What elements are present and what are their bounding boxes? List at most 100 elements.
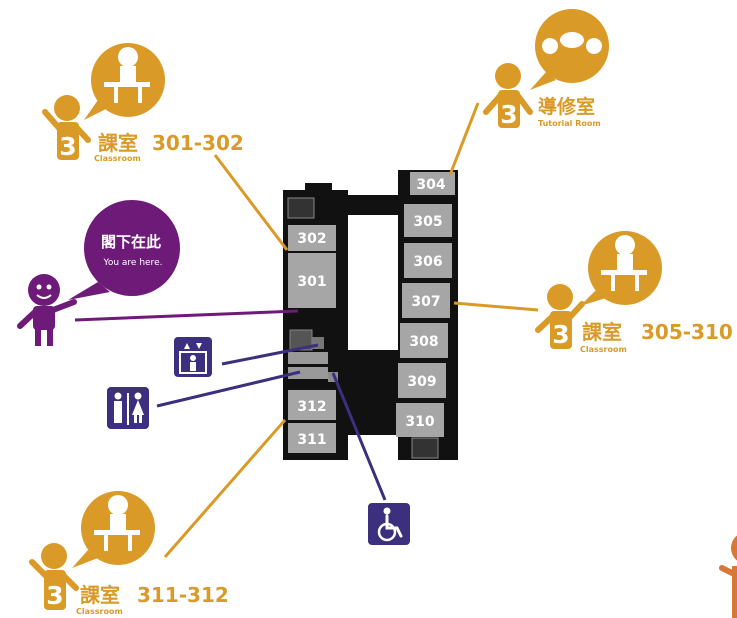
callout-tutorial-room[interactable]: 3 導修室 Tutorial Room: [483, 9, 609, 129]
room-307[interactable]: 307: [402, 283, 450, 318]
partial-figure-arm: [719, 565, 737, 577]
room-304-label: 304: [416, 177, 445, 193]
smiley-face: [542, 38, 558, 54]
floor-number: 3: [500, 100, 517, 129]
service-block: [288, 367, 328, 379]
figure-arm: [61, 573, 79, 591]
figure-body: [498, 90, 520, 128]
figure-head: [41, 543, 67, 569]
elevator-down-arrow: [196, 343, 202, 349]
figure-arm: [42, 109, 62, 131]
room-309[interactable]: 309: [398, 363, 446, 398]
room-309-label: 309: [407, 374, 436, 390]
desk-leg: [611, 275, 615, 291]
rooms: 301 302 304 305 306 307 308 309 310 311 …: [288, 172, 455, 453]
callout-range: 301-302: [152, 131, 244, 155]
room-306[interactable]: 306: [404, 243, 452, 278]
elevator-up-arrow: [184, 343, 190, 349]
stair-block-east: [411, 437, 439, 459]
figure-pointing-arm: [50, 299, 77, 313]
teacher-body: [110, 514, 126, 530]
room-306-block: [404, 243, 452, 278]
leader-301-302: [213, 154, 289, 251]
figure-arm: [535, 314, 555, 333]
room-302[interactable]: 302: [288, 225, 336, 251]
female-figure-dress: [132, 400, 144, 415]
leader-you-are-here: [74, 309, 299, 322]
roof-stair: [305, 183, 332, 192]
leader-elevator: [221, 343, 319, 366]
figure-arm: [74, 125, 91, 143]
elevator-car: [179, 351, 207, 374]
figure-head: [495, 63, 521, 89]
figure-leg: [47, 328, 53, 346]
bubble-tail: [84, 100, 108, 120]
room-312[interactable]: 312: [288, 390, 336, 420]
callout-you-are-here: 閣下在此 You are here.: [17, 200, 180, 346]
figure-body: [44, 570, 66, 610]
bubble-tail: [68, 282, 110, 300]
figure-body: [57, 122, 79, 160]
leader-lines: [74, 102, 539, 558]
leader-accessible: [331, 372, 387, 501]
figure-arm: [567, 301, 585, 320]
teacher-body: [617, 254, 633, 270]
room-311[interactable]: 311: [288, 423, 336, 453]
tutorial-bubble-icon: [530, 9, 609, 90]
callout-classroom-301-302[interactable]: 3 課室 Classroom 301-302: [42, 43, 244, 163]
desk-top: [104, 82, 150, 87]
partial-figure-head: [731, 535, 737, 561]
figure-arm: [29, 559, 49, 579]
figure-eye: [36, 284, 42, 290]
figure-head: [547, 284, 573, 310]
room-304[interactable]: 304: [410, 172, 455, 195]
stair-block-west: [287, 197, 315, 219]
desk-leg: [114, 87, 118, 103]
accessible-icon[interactable]: [368, 503, 410, 545]
teacher-head: [615, 235, 635, 255]
figure-arm: [483, 93, 503, 115]
classroom-bubble-icon: [580, 231, 662, 306]
female-figure-leg: [134, 415, 137, 423]
room-305-label: 305: [413, 214, 442, 230]
female-figure-head: [134, 392, 142, 400]
figure-smile: [36, 294, 52, 299]
figure-leg: [35, 328, 41, 346]
person-figure: 3: [483, 63, 533, 129]
floor-number: 3: [59, 132, 76, 161]
floor-number: 3: [46, 581, 63, 610]
figure-head: [54, 95, 80, 121]
teacher-head: [118, 47, 138, 67]
wheelchair-wheel: [377, 522, 397, 542]
floor-number: 3: [552, 320, 569, 349]
speech-cloud: [560, 32, 584, 48]
room-301[interactable]: 301: [288, 253, 336, 308]
room-308[interactable]: 308: [400, 323, 448, 358]
figure-arm: [515, 93, 533, 115]
accessible-toilet-block: [328, 372, 338, 382]
room-311-block: [288, 423, 336, 453]
room-302-label: 302: [297, 231, 326, 247]
room-311-label: 311: [297, 432, 326, 448]
callout-subtitle: Classroom: [76, 607, 123, 616]
elevator-icon[interactable]: [174, 337, 212, 377]
room-307-block: [402, 283, 450, 318]
callout-title: 導修室: [538, 95, 595, 118]
restroom-icon[interactable]: [107, 387, 149, 429]
callout-title: 課室: [80, 583, 120, 607]
desk-top: [601, 270, 647, 275]
partial-figure: [719, 535, 737, 618]
room-308-label: 308: [409, 334, 438, 350]
person-figure: 3: [42, 95, 91, 161]
desk-leg: [138, 87, 142, 103]
room-310[interactable]: 310: [396, 403, 444, 437]
elevator-passenger: [190, 355, 196, 361]
female-figure-leg: [139, 415, 142, 423]
room-302-block: [288, 225, 336, 251]
room-305-block: [404, 204, 452, 237]
you-are-here-bubble: [84, 200, 180, 296]
room-305[interactable]: 305: [404, 204, 452, 237]
callout-classroom-311-312[interactable]: 3 課室 Classroom 311-312: [29, 491, 229, 616]
figure-eye: [46, 284, 52, 290]
callout-classroom-305-310[interactable]: 3 課室 Classroom 305-310: [535, 231, 733, 354]
